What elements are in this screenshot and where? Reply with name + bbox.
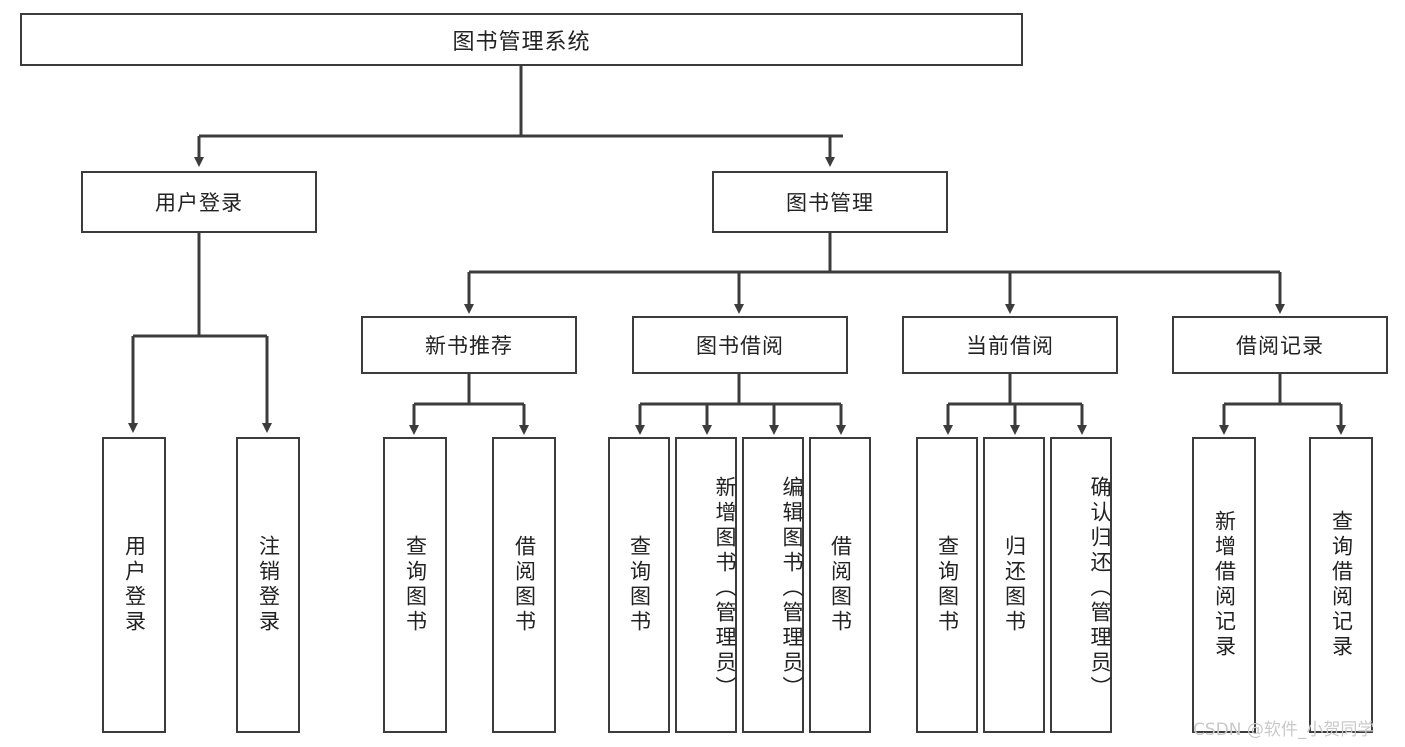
csdn-watermark: CSDN @软件_小贺同学 [1193,720,1375,740]
node-book-management[interactable]: 图书管理 [712,171,948,233]
node-borrow-record[interactable]: 借阅记录 [1172,316,1388,374]
leaf-edit-book-admin[interactable]: 编辑图书（管理员） [742,437,804,733]
leaf-add-book-admin[interactable]: 新增图书（管理员） [675,437,737,733]
leaf-query-book-recommend[interactable]: 查询图书 [383,437,447,733]
leaf-borrow-book[interactable]: 借阅图书 [809,437,871,733]
node-new-book-recommend[interactable]: 新书推荐 [361,316,577,374]
node-user-login[interactable]: 用户登录 [81,171,317,233]
leaf-query-book-borrow[interactable]: 查询图书 [608,437,670,733]
leaf-borrow-book-recommend[interactable]: 借阅图书 [492,437,556,733]
node-book-borrow[interactable]: 图书借阅 [632,316,848,374]
node-root[interactable]: 图书管理系统 [20,13,1023,66]
leaf-return-book[interactable]: 归还图书 [983,437,1045,733]
leaf-confirm-return-admin[interactable]: 确认归还（管理员） [1050,437,1112,733]
node-current-borrow[interactable]: 当前借阅 [902,316,1118,374]
leaf-query-borrow-record[interactable]: 查询借阅记录 [1309,437,1373,733]
leaf-user-login[interactable]: 用户登录 [102,437,166,733]
leaf-query-book-current[interactable]: 查询图书 [916,437,978,733]
leaf-add-borrow-record[interactable]: 新增借阅记录 [1192,437,1256,733]
leaf-user-logout[interactable]: 注销登录 [236,437,300,733]
